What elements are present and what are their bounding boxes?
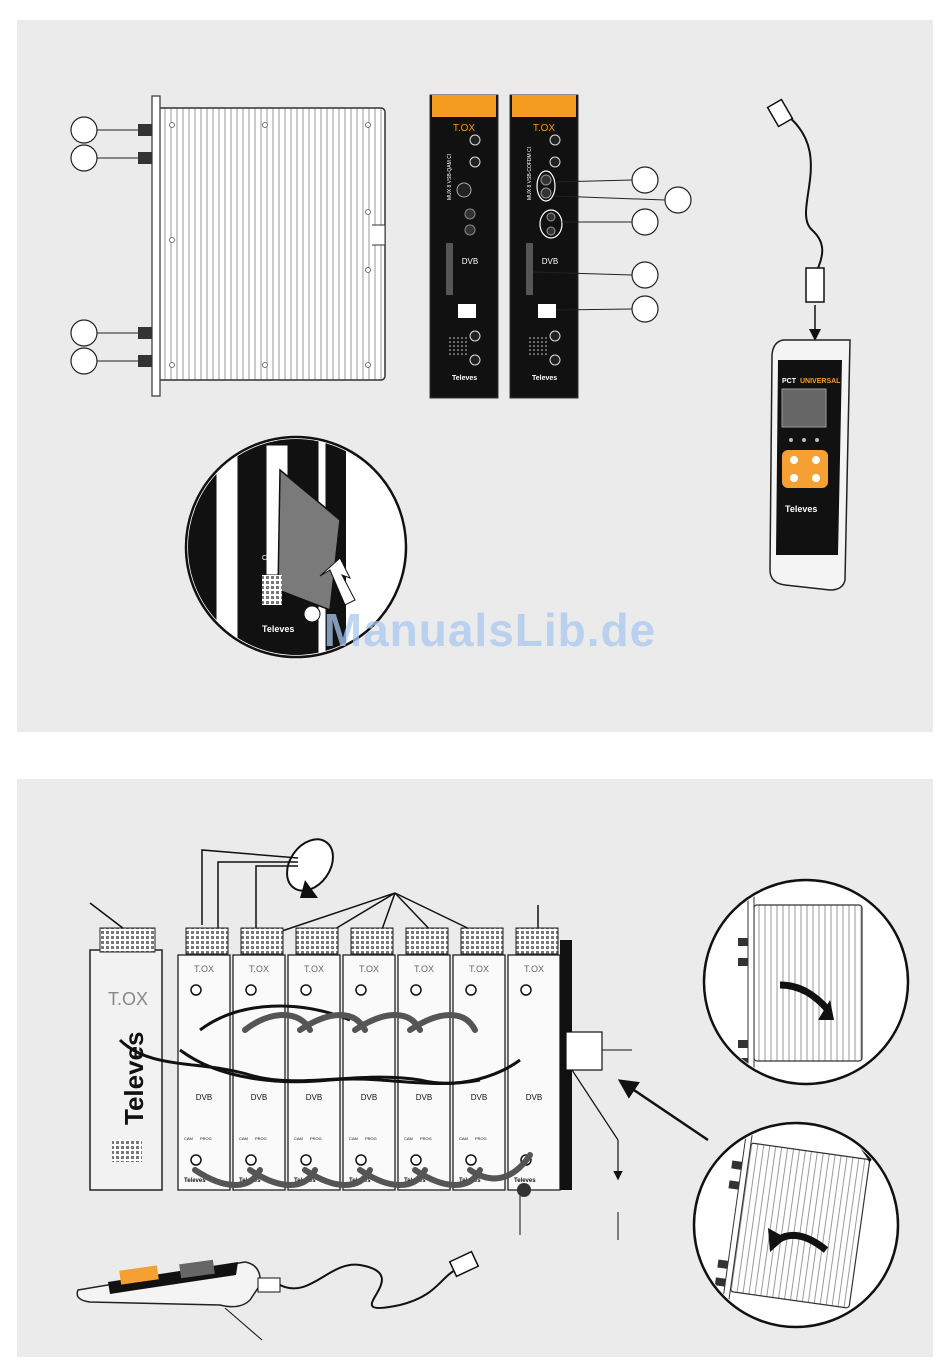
rack-televes-logo: Televes: [119, 1032, 149, 1125]
rack-module-logo: T.OX: [524, 964, 544, 974]
rack-module-brand: Televes: [514, 1178, 536, 1184]
rack-module-prog: PROG: [365, 1136, 377, 1141]
rack-module-connector: [300, 1154, 312, 1166]
cam-label: CAM: [262, 555, 278, 562]
rack-module-prog: PROG: [200, 1136, 212, 1141]
watermark: ManualsLib.de: [323, 604, 657, 656]
rack-module-connector: [245, 1154, 257, 1166]
rack-module-logo: T.OX: [414, 964, 434, 974]
rack-module-cam: CAM: [239, 1136, 248, 1141]
tox-logo: T.OX: [453, 123, 476, 134]
rack-module-connector: [190, 1154, 202, 1166]
module-label-left: MUX 8 VSB-QAM CI: [447, 154, 453, 200]
rack-module-cam: CAM: [184, 1136, 193, 1141]
programmer-device: PCT UNIVERSAL Televes: [766, 98, 851, 591]
rack-module-prog: PROG: [255, 1136, 267, 1141]
module-label-right: MUX 8 VSB-COFDM CI: [527, 147, 533, 200]
rack-module: T.OX DVB Televes: [507, 927, 561, 1191]
headend-rack: T.OX Televes T.OX DVB CAM PROG Televes T.OX DV…: [89, 838, 709, 1240]
rack-module-connector: [465, 984, 477, 996]
rack-module-connector: [465, 1154, 477, 1166]
meter-brand: PCT: [782, 378, 797, 385]
rack-module-connector: [520, 984, 532, 996]
rack-module-dvb: DVB: [251, 1093, 267, 1102]
rack-module: T.OX DVB CAM PROG Televes: [177, 927, 231, 1191]
rack-module-dvb: DVB: [416, 1093, 432, 1102]
rack-tox-logo: T.OX: [108, 989, 148, 1009]
rack-module-logo: T.OX: [304, 964, 324, 974]
rack-module-logo: T.OX: [359, 964, 379, 974]
rack-module-logo: T.OX: [194, 964, 214, 974]
rack-module-connector: [190, 984, 202, 996]
rack-module-connector: [245, 984, 257, 996]
module-front-right: T.OX DVB Televes MUX 8 VSB-COFDM CI: [509, 94, 692, 399]
module-front-left: T.OX DVB Televes MUX 8 VSB-QAM CI: [429, 94, 499, 399]
meter-model: UNIVERSAL: [800, 378, 841, 385]
dvb-logo: DVB: [462, 257, 478, 266]
rack-module-connector: [300, 984, 312, 996]
rack-module-cam: CAM: [294, 1136, 303, 1141]
rack-module-dvb: DVB: [361, 1093, 377, 1102]
rack-module-prog: PROG: [420, 1136, 432, 1141]
rotation-detail-bottom: [692, 1121, 900, 1329]
televes-logo: Televes: [452, 375, 477, 382]
tox-logo-right: T.OX: [533, 123, 556, 134]
satellite-dish-icon: [286, 838, 334, 898]
rack-module-brand: Televes: [184, 1178, 206, 1184]
rack-module-cam: CAM: [349, 1136, 358, 1141]
dvb-logo-right: DVB: [542, 257, 558, 266]
rotate-arrow-icon: [779, 981, 834, 1020]
rack-module-logo: T.OX: [469, 964, 489, 974]
rack-module-connector: [410, 1154, 422, 1166]
rack-module-cam: CAM: [404, 1136, 413, 1141]
rack-module-dvb: DVB: [306, 1093, 322, 1102]
rack-module-logo: T.OX: [249, 964, 269, 974]
insert-arrow-icon: [617, 1079, 709, 1142]
rack-module-prog: PROG: [475, 1136, 487, 1141]
rack-module-connector: [410, 984, 422, 996]
module-side-view: [70, 95, 386, 397]
rotate-arrow-icon-2: [768, 1228, 829, 1253]
rack-module-connector: [355, 1154, 367, 1166]
programmer-device-bottom: [76, 1250, 480, 1341]
rack-module-dvb: DVB: [196, 1093, 212, 1102]
rack-module-dvb: DVB: [526, 1093, 542, 1102]
rack-module-connector: [355, 984, 367, 996]
detail-televes-logo: Televes: [262, 624, 294, 634]
rack-module-cam: CAM: [459, 1136, 468, 1141]
rack-module-dvb: DVB: [471, 1093, 487, 1102]
rotation-detail-top: [702, 878, 910, 1086]
meter-televes-logo: Televes: [785, 504, 817, 514]
rack-module-prog: PROG: [310, 1136, 322, 1141]
televes-logo-right: Televes: [532, 375, 557, 382]
